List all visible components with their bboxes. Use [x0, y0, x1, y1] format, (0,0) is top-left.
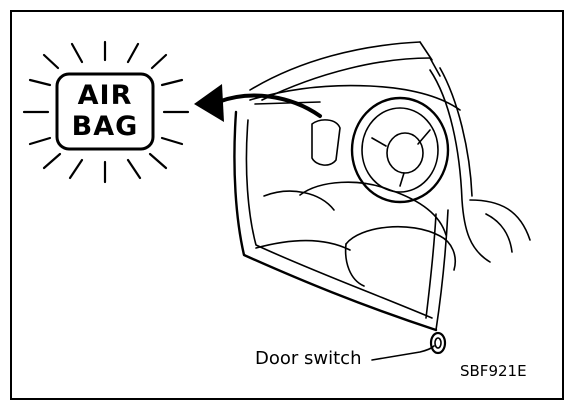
figure-code: SBF921E	[460, 362, 527, 380]
door-switch-leader	[371, 345, 435, 361]
airbag-lamp-text-line2: BAG	[71, 111, 139, 142]
door-switch-label: Door switch	[255, 348, 362, 369]
car-interior	[233, 41, 531, 355]
figure-frame	[10, 10, 564, 400]
airbag-lamp-text-line1: AIR	[77, 80, 133, 111]
airbag-warning-lamp	[55, 72, 155, 151]
lamp-glow-rays	[22, 40, 190, 184]
